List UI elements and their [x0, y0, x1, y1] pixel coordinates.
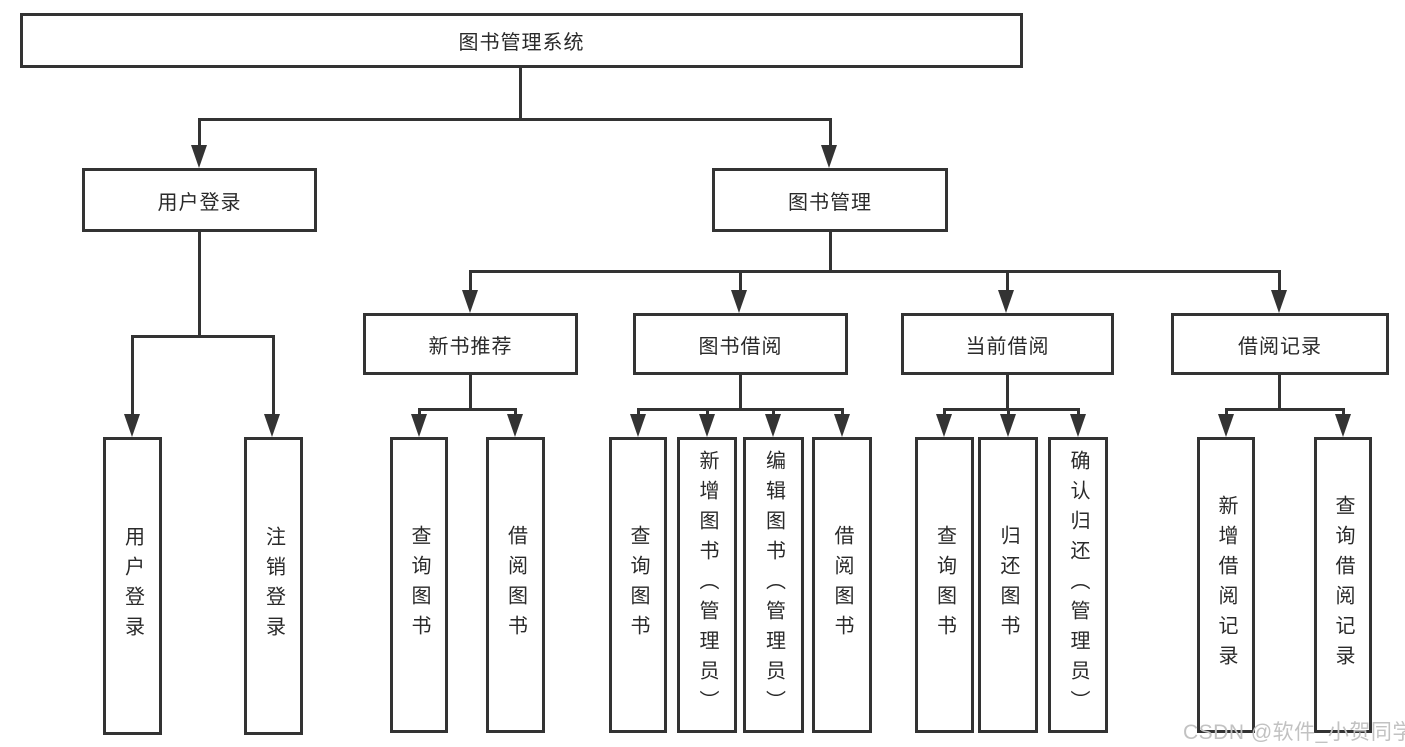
node-new-book-rec: 新书推荐 — [363, 313, 578, 375]
connector-book-borrow-rail — [637, 408, 844, 411]
csdn-watermark: CSDN @软件_小贺同学 — [1183, 721, 1405, 744]
node-book-mgmt: 图书管理 — [712, 168, 948, 232]
arrow-bb-edit — [765, 414, 781, 437]
arrow-nb-query — [411, 414, 427, 437]
node-bb-query-label: 查询图书 — [627, 525, 649, 645]
node-borrow-records: 借阅记录 — [1171, 313, 1389, 375]
node-bb-borrow: 借阅图书 — [812, 437, 872, 733]
connector-drop-br-add — [1225, 408, 1228, 417]
connector-drop-cb-confirm — [1077, 408, 1080, 417]
node-book-mgmt-label: 图书管理 — [788, 191, 872, 214]
node-borrow-records-label: 借阅记录 — [1238, 335, 1322, 358]
node-current-borrow: 当前借阅 — [901, 313, 1114, 375]
node-cb-return: 归还图书 — [978, 437, 1038, 733]
arrow-leaf-logout — [264, 414, 280, 437]
node-nb-borrow-label: 借阅图书 — [504, 525, 527, 645]
connector-drop-bb-add — [706, 408, 709, 417]
connector-drop-nb-borrow — [514, 408, 517, 417]
connector-drop-user-login — [198, 118, 201, 147]
node-book-borrow-label: 图书借阅 — [698, 335, 783, 358]
node-br-query-label: 查询借阅记录 — [1332, 495, 1354, 675]
connector-borrow-records-feed — [1278, 375, 1281, 408]
node-bb-query: 查询图书 — [609, 437, 667, 733]
node-bb-add-label: 新增图书（管理员） — [696, 450, 718, 720]
connector-drop-leaf-logout — [272, 335, 275, 416]
node-nb-borrow: 借阅图书 — [486, 437, 545, 733]
connector-level3-rail — [469, 270, 1281, 273]
connector-drop-br-query — [1342, 408, 1345, 417]
connector-drop-book-mgmt — [829, 118, 832, 147]
node-cb-query-label: 查询图书 — [933, 525, 956, 645]
node-library-system: 图书管理系统 — [20, 13, 1023, 68]
node-current-borrow-label: 当前借阅 — [965, 335, 1050, 358]
connector-new-book-rec-rail — [418, 408, 517, 411]
node-library-system-label: 图书管理系统 — [458, 32, 585, 54]
connector-drop-bb-query — [637, 408, 640, 417]
connector-root-feed — [519, 66, 522, 118]
node-leaf-user-login-label: 用户登录 — [121, 526, 144, 646]
connector-user-login-rail — [131, 335, 275, 338]
arrow-cb-query — [936, 414, 952, 437]
node-cb-confirm: 确认归还（管理员） — [1048, 437, 1108, 733]
arrow-cb-return — [1000, 414, 1016, 437]
node-nb-query-label: 查询图书 — [408, 525, 430, 645]
connector-drop-nb-query — [418, 408, 421, 417]
arrow-book-mgmt — [821, 145, 837, 168]
connector-drop-bb-edit — [772, 408, 775, 417]
connector-drop-current-borrow — [1006, 270, 1009, 292]
arrow-leaf-user-login — [124, 414, 140, 437]
arrow-nb-borrow — [507, 414, 523, 437]
node-cb-confirm-label: 确认归还（管理员） — [1067, 450, 1089, 720]
arrow-cb-confirm — [1070, 414, 1086, 437]
node-bb-borrow-label: 借阅图书 — [831, 525, 853, 645]
node-new-book-rec-label: 新书推荐 — [428, 335, 513, 358]
connector-current-borrow-rail — [943, 408, 1080, 411]
connector-drop-borrow-records — [1278, 270, 1281, 292]
connector-current-borrow-feed — [1006, 375, 1009, 408]
connector-book-borrow-feed — [739, 375, 742, 408]
node-leaf-logout: 注销登录 — [244, 437, 303, 735]
node-cb-return-label: 归还图书 — [997, 525, 1019, 645]
node-leaf-user-login: 用户登录 — [103, 437, 162, 735]
connector-user-login-feed — [198, 232, 201, 335]
node-book-borrow: 图书借阅 — [633, 313, 848, 375]
arrow-new-book-rec — [462, 290, 478, 313]
connector-drop-book-borrow — [739, 270, 742, 292]
node-br-add-label: 新增借阅记录 — [1215, 495, 1237, 675]
arrow-br-add — [1218, 414, 1234, 437]
connector-level2-rail — [198, 118, 832, 121]
node-leaf-logout-label: 注销登录 — [262, 526, 285, 646]
arrow-bb-query — [630, 414, 646, 437]
connector-drop-new-book-rec — [469, 270, 472, 292]
connector-drop-cb-return — [1007, 408, 1010, 417]
arrow-br-query — [1335, 414, 1351, 437]
connector-drop-bb-borrow — [841, 408, 844, 417]
node-br-query: 查询借阅记录 — [1314, 437, 1372, 733]
node-bb-edit: 编辑图书（管理员） — [743, 437, 804, 733]
arrow-bb-add — [699, 414, 715, 437]
node-br-add: 新增借阅记录 — [1197, 437, 1255, 733]
node-user-login: 用户登录 — [82, 168, 317, 232]
arrow-borrow-records — [1271, 290, 1287, 313]
arrow-bb-borrow — [834, 414, 850, 437]
node-bb-add: 新增图书（管理员） — [677, 437, 737, 733]
arrow-user-login — [191, 145, 207, 168]
node-cb-query: 查询图书 — [915, 437, 974, 733]
node-user-login-label: 用户登录 — [157, 191, 242, 214]
arrow-current-borrow — [998, 290, 1014, 313]
node-bb-edit-label: 编辑图书（管理员） — [762, 450, 785, 720]
connector-drop-cb-query — [943, 408, 946, 417]
arrow-book-borrow — [731, 290, 747, 313]
connector-book-mgmt-feed — [829, 232, 832, 270]
connector-borrow-records-rail — [1225, 408, 1345, 411]
node-nb-query: 查询图书 — [390, 437, 448, 733]
connector-drop-leaf-user-login — [131, 335, 134, 416]
connector-new-book-rec-feed — [469, 375, 472, 408]
